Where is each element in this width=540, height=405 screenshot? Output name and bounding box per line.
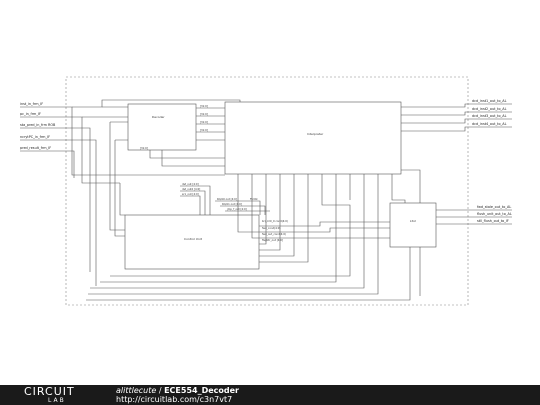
credit-block: alittlecute / ECE554_Decoder http://circ… xyxy=(116,386,239,404)
output-pin-label: dcd_inst1_out_to_AL xyxy=(472,99,507,103)
control-title: Control Unit xyxy=(184,237,203,241)
schematic-canvas: Decoder Interpreter Control Unit LSU [31… xyxy=(20,76,512,306)
output-pin-label: flush_unit_out_to_AL xyxy=(477,212,512,216)
logo-subword: LAB xyxy=(48,397,66,404)
decoder-title: Decoder xyxy=(152,115,165,119)
bus-label: FlcClk xyxy=(250,197,258,201)
bus-label: jmp_f_out [4:0] xyxy=(226,207,247,211)
output-pin-label: dcd_inst3_out_to_AL xyxy=(472,114,507,118)
input-pin-label: ncrytPC_in_frm_IF xyxy=(20,135,50,139)
input-pin-label: pred_result_frm_IF xyxy=(20,146,51,150)
output-pin-label: dcd_inst4_out_to_AL xyxy=(472,122,507,126)
bus-label: Rd/A0 out [4:0] xyxy=(217,197,237,201)
output-pin-label: stll_flush_out_to_IF xyxy=(477,219,509,223)
bus-label: sr1_out [4:0] xyxy=(182,192,199,196)
bus-label: dst_out [4:0] xyxy=(182,182,199,186)
decoder-block[interactable] xyxy=(127,103,197,151)
bus-label: bri_cmt_0 cond(4:0) xyxy=(262,219,288,223)
bus-label: [31:0] xyxy=(200,128,208,132)
input-pin-label: sta_pred_in_frm ROB xyxy=(20,123,56,127)
interpreter-title: Interpreter xyxy=(307,132,324,136)
project-title[interactable]: ECE554_Decoder xyxy=(164,386,239,395)
module-boundary xyxy=(65,76,469,306)
input-pin-label: inst_in_frm_IF xyxy=(20,102,43,106)
bus-label: fwd_out_cond(4:0) xyxy=(262,232,286,236)
author-link[interactable]: alittlecute xyxy=(116,386,157,395)
input-pin-label: pc_in_frm_IF xyxy=(20,112,41,116)
separator: / xyxy=(156,386,165,395)
bus-label: flsgtdr_out [4:0] xyxy=(262,238,283,242)
interpreter-block[interactable] xyxy=(224,101,402,175)
circuitlab-logo[interactable]: CIRCUIT LAB xyxy=(24,386,96,404)
bus-label: [31:0] xyxy=(200,112,208,116)
output-pin-label: fwd_stale_out_to_AL xyxy=(477,205,511,209)
lsu-block[interactable] xyxy=(389,202,437,248)
bus-label: [31:0] xyxy=(200,120,208,124)
bus-label: fwd_cond(4:0) xyxy=(262,226,280,230)
bus-label: Rd/A1 out [4:0] xyxy=(222,202,242,206)
control-unit-block[interactable] xyxy=(124,214,260,270)
bus-label: [31:0] xyxy=(200,104,208,108)
logo-wordmark: CIRCUIT xyxy=(24,385,75,398)
project-url[interactable]: http://circuitlab.com/c3n7vt7 xyxy=(116,395,233,404)
footer-bar: CIRCUIT LAB alittlecute / ECE554_Decoder… xyxy=(0,385,540,405)
bus-label: [31:0] xyxy=(140,146,148,150)
bus-label: dst_out2 [4:0] xyxy=(182,187,200,191)
output-pin-label: dcd_inst2_out_to_AL xyxy=(472,107,507,111)
lsu-title: LSU xyxy=(410,219,416,223)
